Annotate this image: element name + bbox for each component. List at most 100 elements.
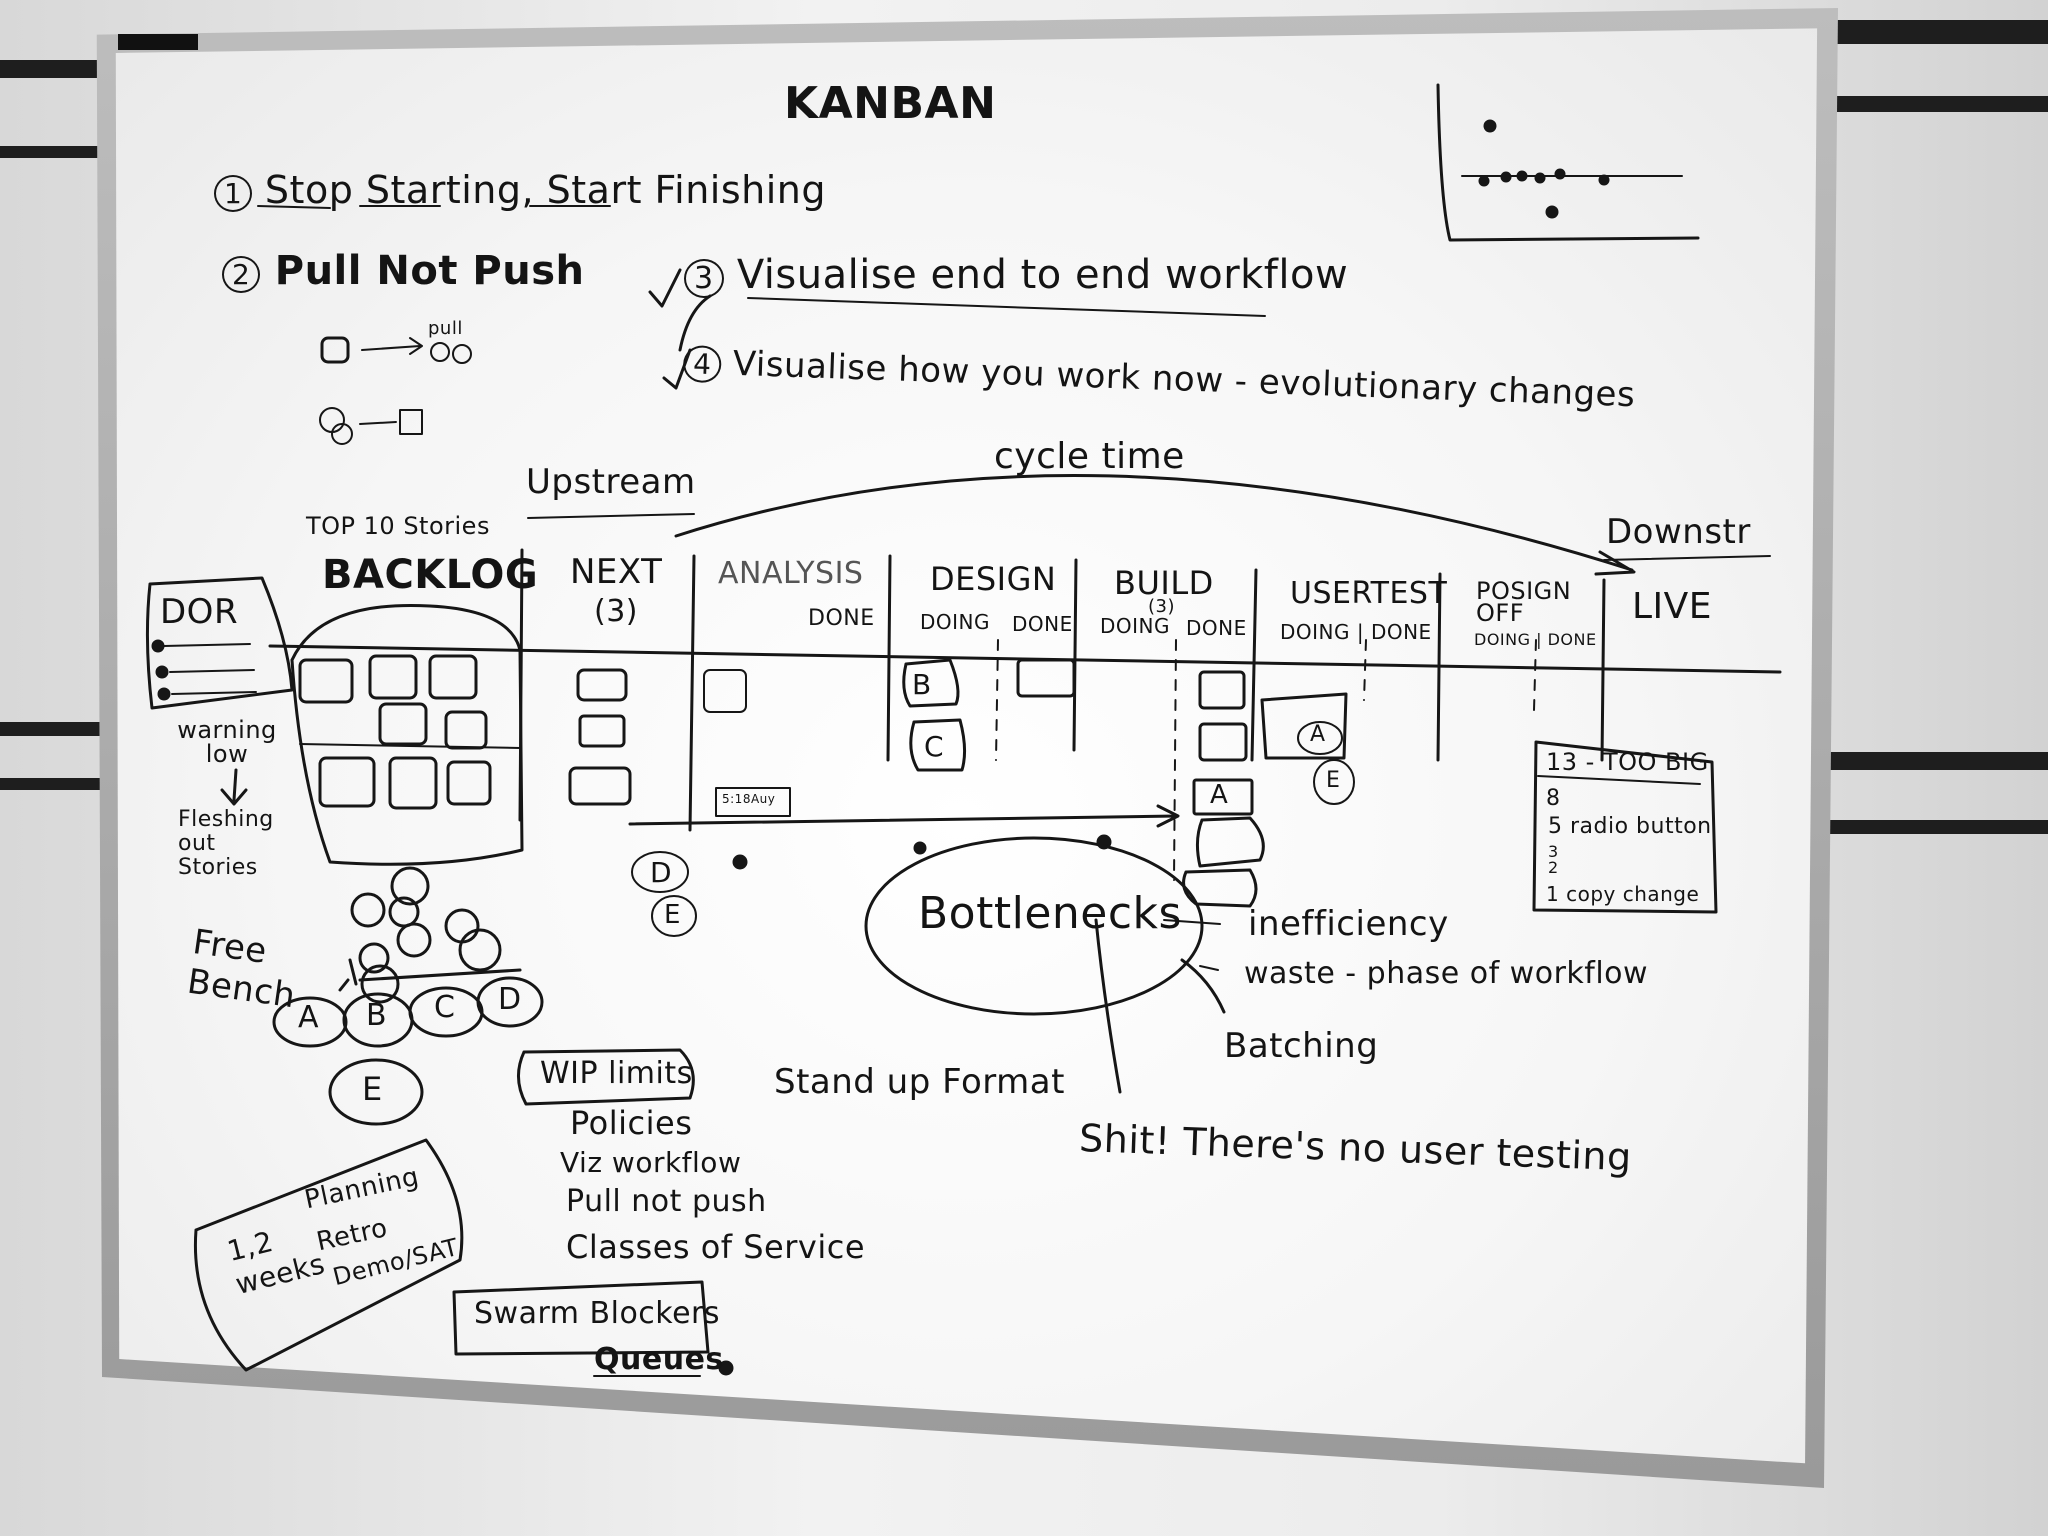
doing-done-divider (995, 639, 999, 761)
backlog-card (298, 658, 354, 704)
token-d (631, 851, 689, 893)
flow-arrow (628, 804, 1180, 828)
scatter-point (1478, 175, 1490, 187)
build-card-stack (1182, 868, 1258, 908)
column-divider (886, 554, 892, 762)
downstream-label: Downstr (1606, 512, 1751, 552)
arrow-3-to-4 (678, 294, 712, 352)
wall-rail (1836, 20, 2048, 44)
backlog-card (444, 710, 488, 750)
bottleneck-note: inefficiency (1248, 904, 1449, 944)
backlog-card (378, 702, 428, 746)
column-divider (1072, 558, 1078, 752)
usertest-e-letter: E (1326, 768, 1341, 793)
wall-rail (0, 778, 100, 790)
design-card-c (909, 718, 967, 772)
build-card (1198, 670, 1246, 710)
wip-item: Classes of Service (566, 1228, 865, 1266)
mini-card (320, 336, 350, 364)
queues-label: Queues (594, 1342, 724, 1377)
build-card-a (1192, 778, 1254, 816)
token-d-letter: D (650, 856, 673, 889)
principle-text: Pull Not Push (274, 248, 585, 294)
underline (257, 205, 611, 209)
mini-person (319, 407, 345, 433)
pull-label: pull (428, 318, 463, 339)
too-big-item: 3 (1548, 842, 1559, 861)
bench-letter-a: A (298, 1000, 320, 1035)
wip-item: WIP limits (540, 1056, 693, 1091)
dor-label: DOR (160, 592, 239, 632)
bench-letter-e: E (362, 1070, 383, 1108)
flow-dot (913, 841, 927, 855)
build-card-stack (1195, 816, 1265, 868)
usertest-doing-done: DOING | DONE (1280, 620, 1432, 644)
wip-item: Viz workflow (560, 1146, 742, 1179)
backlog-card (428, 654, 478, 700)
mini-person (452, 344, 472, 364)
bottleneck-line (1163, 919, 1221, 925)
underline (527, 513, 695, 519)
usertest-a-letter: A (1310, 722, 1326, 747)
wall-rail (0, 146, 100, 158)
column-usertest: USERTEST (1290, 576, 1448, 611)
build-done: DONE (1186, 616, 1247, 640)
dor-lines (163, 643, 257, 695)
bottleneck-note: Batching (1224, 1026, 1379, 1066)
warning-arrow (220, 768, 248, 806)
build-card (1198, 722, 1248, 762)
principle-text: Stop Starting, Start Finishing (264, 168, 826, 212)
column-divider (1436, 572, 1442, 762)
build-doing: DOING (1100, 614, 1170, 638)
bench-d (476, 976, 544, 1028)
wip-item: Pull not push (566, 1184, 767, 1219)
column-next: NEXT (570, 552, 663, 592)
usertest-card (1260, 692, 1348, 760)
token-e-letter: E (664, 900, 681, 930)
next-card (568, 766, 632, 806)
backlog-card (318, 756, 376, 808)
mini-person (430, 342, 450, 362)
usertest-token-e (1313, 759, 1355, 805)
scatter-point (1483, 119, 1497, 133)
standup-label: Stand up Format (774, 1062, 1065, 1102)
principle-number: 3 (684, 259, 724, 298)
principle-1: 1 Stop Starting, Start Finishing (214, 168, 826, 212)
fleshing-label: Fleshing out Stories (178, 807, 274, 880)
design-done: DONE (1012, 612, 1073, 636)
scatter-point (1554, 168, 1566, 180)
usertest-token-a (1297, 721, 1343, 755)
design-done-card (1016, 658, 1076, 698)
wall-rail (1820, 820, 2048, 834)
small-card-label: 5:18Auy (722, 792, 776, 806)
principle-2: 2 Pull Not Push (222, 248, 585, 294)
analysis-done: DONE (808, 606, 875, 631)
free-bench-text: Free Bench (184, 922, 298, 1017)
column-signoff: POSIGN OFF (1476, 577, 1572, 627)
swarm-label: Swarm Blockers (474, 1296, 721, 1331)
bottlenecks-label: Bottlenecks (918, 888, 1182, 939)
tick-mark (648, 268, 682, 308)
backlog-container (290, 603, 524, 866)
scatter-point (1598, 174, 1610, 186)
wall-rail (0, 60, 100, 78)
queues-dot (718, 1360, 734, 1376)
dor-box (145, 576, 294, 710)
dor-bullet (151, 639, 165, 653)
principle-number: 1 (214, 175, 253, 212)
principle-3: 3 Visualise end to end workflow (684, 252, 1348, 298)
upstream-label: Upstream (526, 462, 696, 502)
bench-e (328, 1058, 424, 1126)
doing-done-divider (1173, 639, 1177, 881)
design-card-b (902, 658, 960, 708)
doing-done-divider (1533, 639, 1537, 711)
too-big-title: 13 - TOO BIG (1546, 748, 1709, 776)
dor-bullet (157, 687, 171, 701)
next-card (576, 668, 628, 702)
wall-rail (0, 722, 100, 736)
bottleneck-line (1094, 918, 1122, 1094)
analysis-small-card (715, 787, 791, 817)
wip-item: Policies (570, 1104, 693, 1142)
mini-card (399, 409, 423, 435)
